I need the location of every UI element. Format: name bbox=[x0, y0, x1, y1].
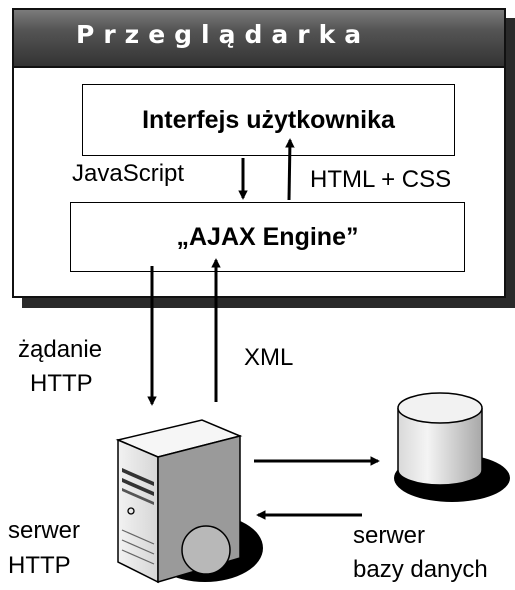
http-server-label-line2: HTTP bbox=[8, 552, 71, 579]
db-server-label-line2: bazy danych bbox=[353, 556, 488, 583]
browser-title: Przeglądarka bbox=[76, 20, 371, 49]
database-icon bbox=[394, 392, 510, 502]
http-server-label-line1: serwer bbox=[8, 517, 81, 544]
http-request-label-line2: HTTP bbox=[30, 370, 93, 397]
browser-titlebar: Przeglądarka bbox=[14, 10, 504, 68]
user-interface-box: Interfejs użytkownika bbox=[82, 84, 455, 156]
http-request-label-line1: żądanie bbox=[18, 336, 103, 363]
http-server-icon bbox=[115, 419, 263, 584]
ajax-engine-box: „AJAX Engine” bbox=[70, 202, 465, 272]
db-server-label-line1: serwer bbox=[353, 522, 426, 549]
arrow-html-up bbox=[285, 138, 295, 201]
html-css-label: HTML + CSS bbox=[310, 166, 452, 193]
xml-label: XML bbox=[244, 344, 294, 371]
javascript-label: JavaScript bbox=[72, 160, 185, 187]
